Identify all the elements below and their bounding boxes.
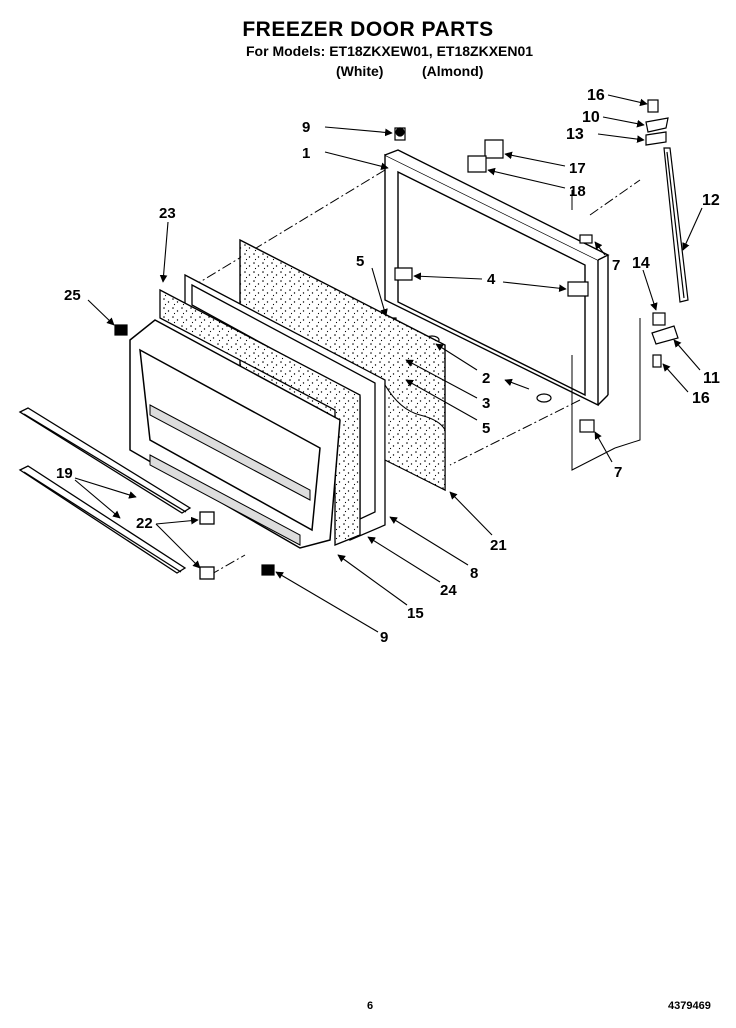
hinge-hardware — [114, 99, 679, 576]
callout-9: 9 — [380, 629, 388, 646]
callout-labels: 9 1 16 10 13 17 18 12 7 5 4 14 2 3 5 11 … — [56, 87, 720, 646]
color-white: (White) — [336, 63, 384, 79]
callout-4: 3 — [482, 395, 490, 412]
callout-11: 11 — [703, 370, 720, 387]
callout-8: 8 — [470, 565, 478, 582]
door-shelves — [149, 404, 311, 546]
callout-25: 25 — [64, 287, 81, 304]
callout-6: 9 — [302, 119, 310, 136]
leader-lines — [74, 94, 703, 633]
assembly-guides — [194, 169, 641, 576]
callout-14: 14 — [632, 255, 650, 272]
callout-13: 13 — [566, 126, 584, 143]
color-almond: (Almond) — [422, 63, 484, 79]
callout-15: 15 — [407, 605, 424, 622]
callout-16-top: 16 — [587, 87, 605, 104]
callout-5-top: 5 — [356, 253, 364, 270]
page-title: FREEZER DOOR PARTS — [242, 18, 494, 41]
handle-strip — [663, 147, 689, 303]
callout-7-top: 7 — [612, 257, 620, 274]
callout-17: 19 — [56, 465, 73, 482]
callout-2: 2 — [482, 370, 490, 387]
callout-12: 12 — [702, 192, 720, 209]
callout-19: 18 — [569, 183, 586, 200]
models-line: For Models: ET18ZKXEW01, ET18ZKXEN01 — [246, 43, 534, 59]
callout-7-bottom: 7 — [614, 464, 622, 481]
callout-10: 10 — [582, 109, 600, 126]
callout-22: 22 — [136, 515, 153, 532]
inner-door-frame — [384, 149, 610, 407]
page-number: 6 — [367, 1000, 374, 1012]
callout-23: 23 — [159, 205, 176, 222]
callout-1: 1 — [302, 145, 310, 162]
doc-number: 4379469 — [668, 1000, 711, 1012]
door-gasket — [159, 273, 386, 546]
side-bracket-lines — [571, 190, 641, 471]
callout-24: 24 — [440, 582, 457, 599]
callout-3: 4 — [487, 271, 496, 288]
callout-21: 21 — [490, 537, 507, 554]
foam-edge — [384, 383, 446, 491]
callout-16-bottom: 16 — [692, 390, 710, 407]
outer-door-panel — [129, 319, 341, 549]
callout-18: 17 — [569, 160, 586, 177]
trim-strips — [18, 407, 215, 580]
callout-5-bottom: 5 — [482, 420, 490, 437]
